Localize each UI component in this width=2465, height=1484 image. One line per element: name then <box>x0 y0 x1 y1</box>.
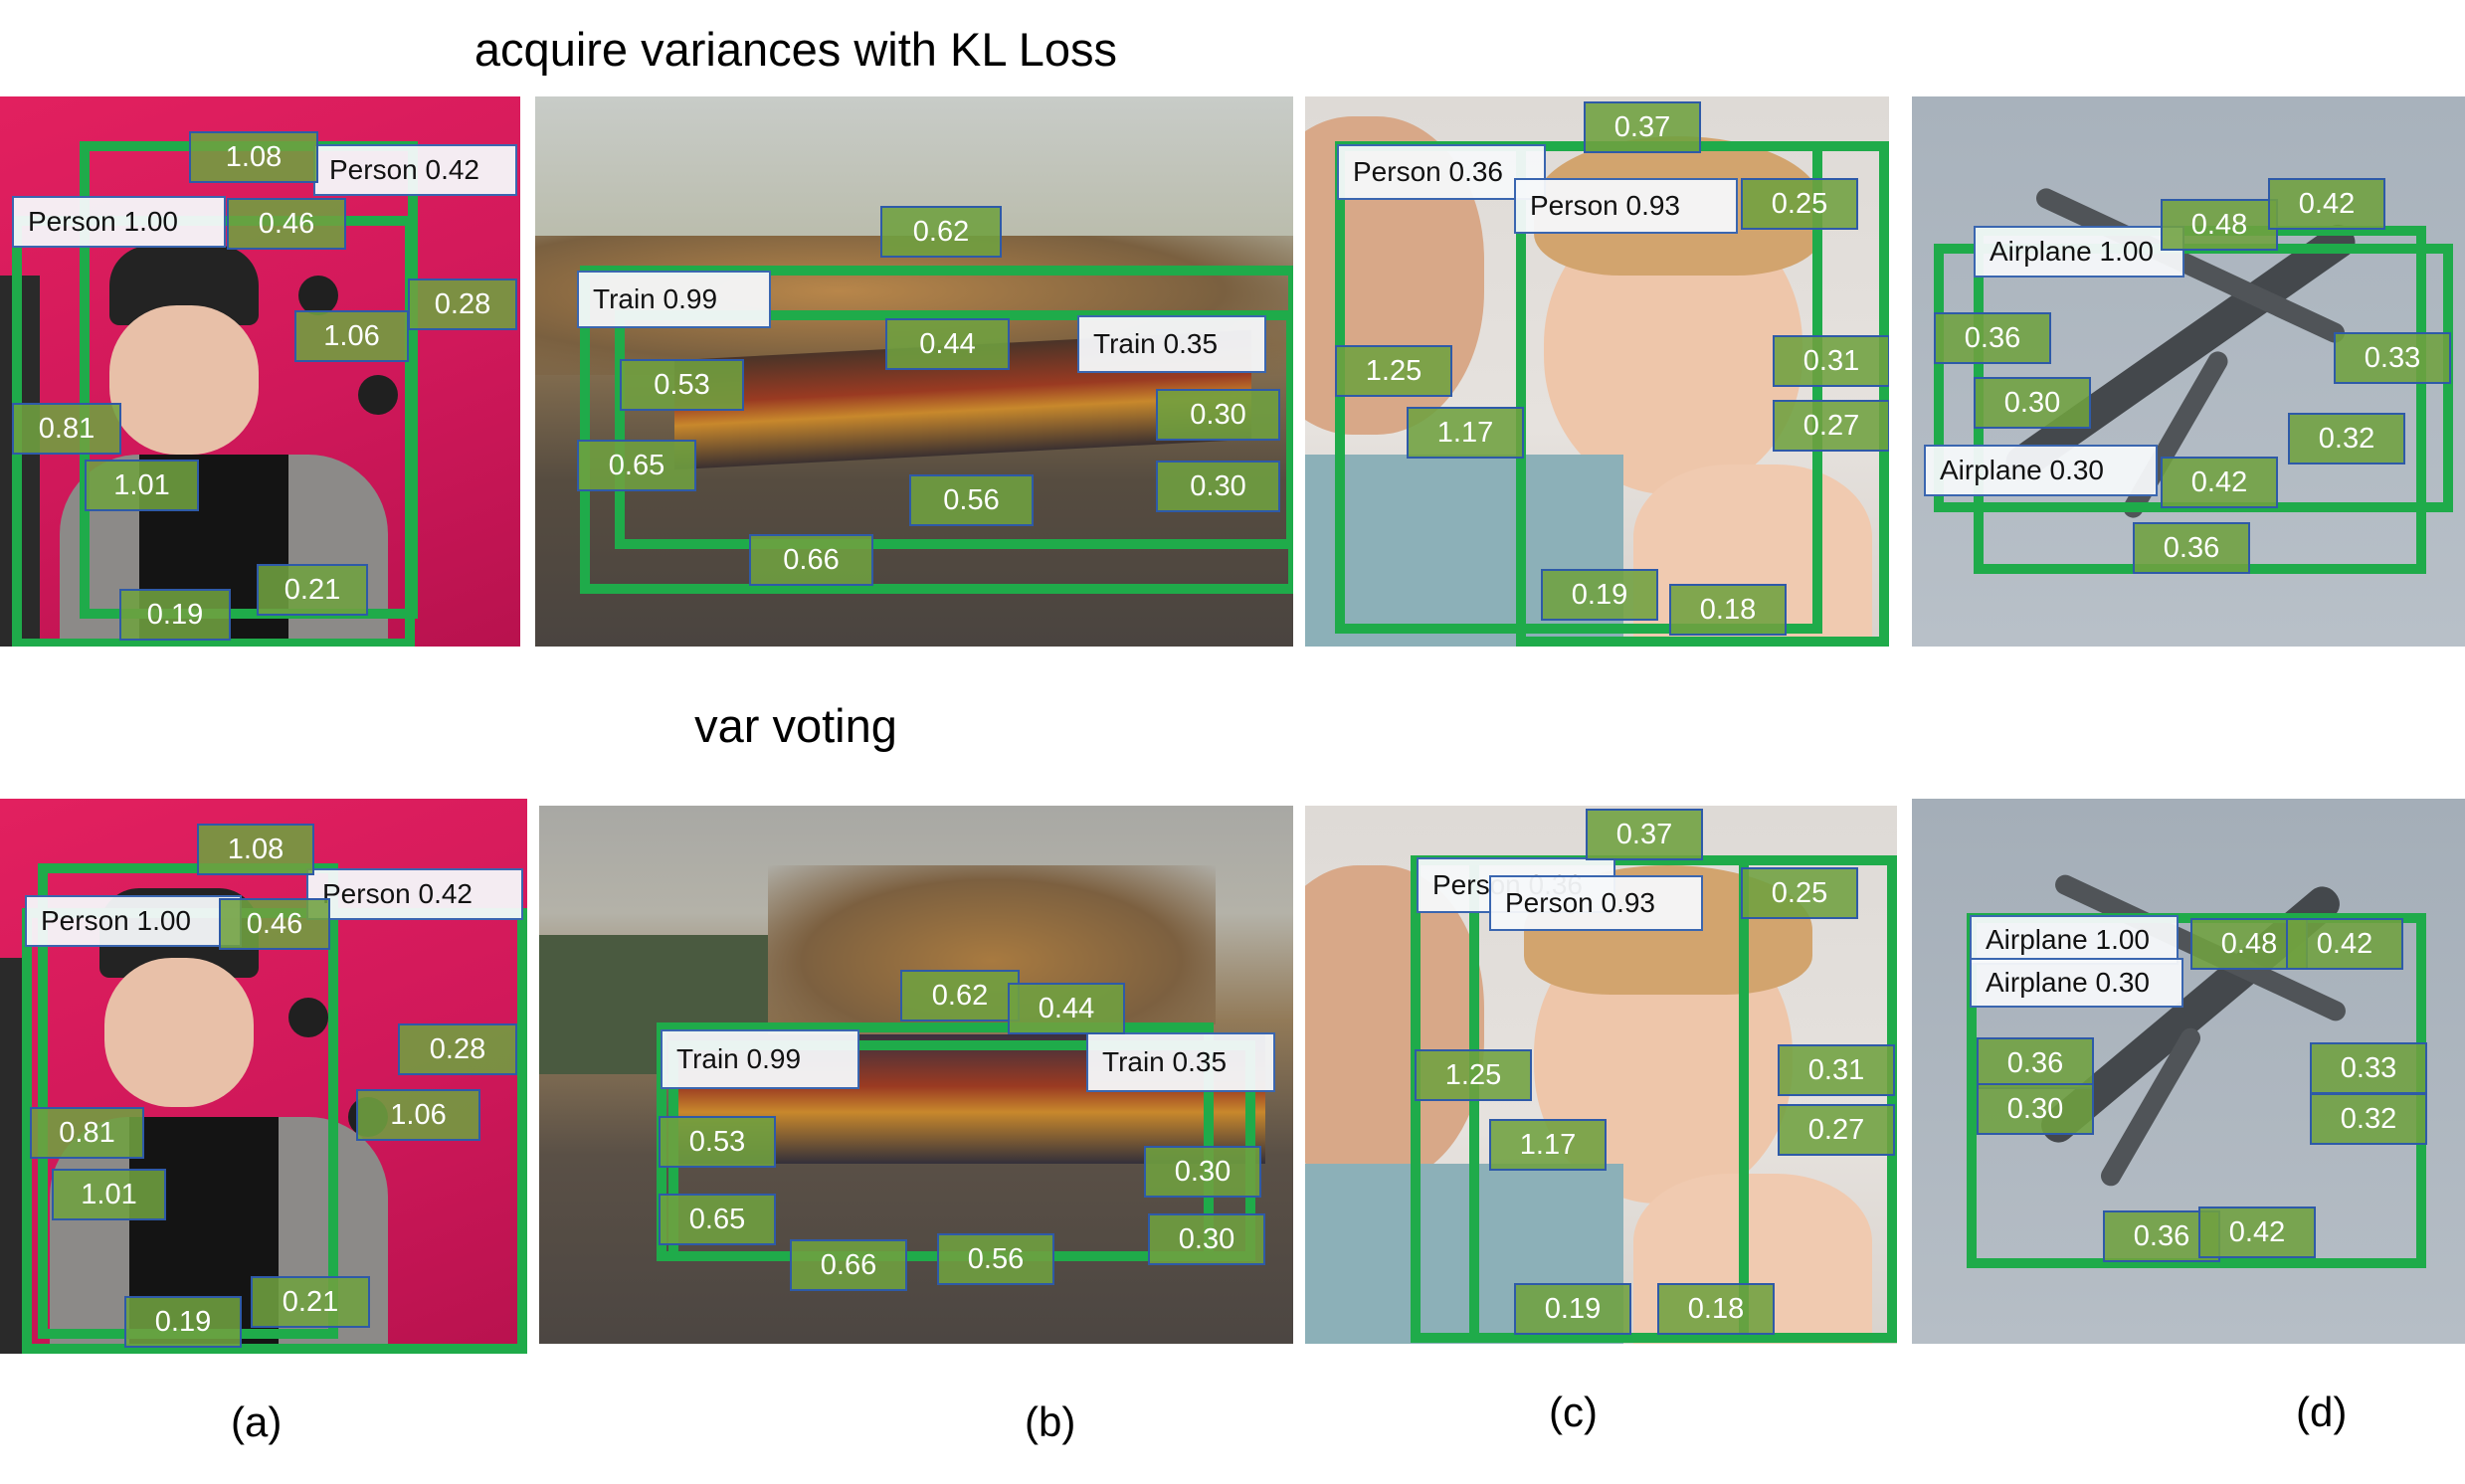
variance-label: 0.33 <box>2334 332 2451 384</box>
label-person-1-00: Person 1.00 <box>25 895 242 947</box>
detection-box <box>615 310 1293 549</box>
label-person-0-93: Person 0.93 <box>1514 178 1738 234</box>
variance-label: 0.27 <box>1773 400 1889 452</box>
label-person-0-42: Person 0.42 <box>313 144 517 196</box>
photo-top-b: Train 0.99 Train 0.35 0.62 0.44 0.53 0.3… <box>535 96 1293 647</box>
photo-top-d: Airplane 1.00 Airplane 0.30 0.48 0.42 0.… <box>1912 96 2465 647</box>
variance-label: 1.08 <box>189 131 318 183</box>
variance-label: 0.81 <box>12 403 121 455</box>
variance-label: 0.30 <box>1974 377 2091 429</box>
label-airplane-1-00: Airplane 1.00 <box>1974 226 2184 278</box>
bottom-row-title: var voting <box>694 699 897 752</box>
photo-bottom-c: Person 0.36 Person 0.93 0.37 0.25 1.25 0… <box>1305 806 1897 1344</box>
variance-label: 0.56 <box>937 1233 1054 1285</box>
photo-bottom-a: Person 1.00 Person 0.42 1.08 0.46 0.28 1… <box>0 799 527 1354</box>
photo-top-c: Person 0.36 Person 0.93 0.37 0.25 1.25 0… <box>1305 96 1889 647</box>
variance-label: 0.37 <box>1586 809 1703 860</box>
variance-label: 0.53 <box>620 359 744 411</box>
variance-label: 1.17 <box>1407 407 1524 459</box>
variance-label: 1.06 <box>356 1089 480 1141</box>
variance-label: 0.19 <box>119 589 231 641</box>
variance-label: 0.32 <box>2310 1093 2427 1145</box>
label-person-0-93: Person 0.93 <box>1489 875 1703 931</box>
label-person-0-36: Person 0.36 <box>1337 144 1546 200</box>
variance-label: 0.21 <box>257 564 368 616</box>
variance-label: 0.32 <box>2288 413 2405 464</box>
variance-label: 1.25 <box>1335 345 1452 397</box>
variance-label: 0.19 <box>1514 1283 1631 1335</box>
caption-a: (a) <box>231 1398 283 1445</box>
variance-label: 0.44 <box>1008 983 1125 1034</box>
variance-label: 0.48 <box>2161 199 2278 251</box>
variance-label: 0.25 <box>1741 867 1858 919</box>
photo-bottom-b: Train 0.99 Train 0.35 0.62 0.44 0.53 0.3… <box>539 806 1293 1344</box>
variance-label: 0.62 <box>900 970 1020 1021</box>
label-airplane-0-30: Airplane 0.30 <box>1970 958 2183 1008</box>
variance-label: 0.42 <box>2161 457 2278 508</box>
label-train-0-35: Train 0.35 <box>1077 315 1266 373</box>
label-train-0-99: Train 0.99 <box>661 1029 859 1089</box>
variance-label: 1.06 <box>294 310 409 362</box>
variance-label: 0.36 <box>1977 1037 2094 1089</box>
variance-label: 0.21 <box>251 1276 370 1328</box>
label-train-0-99: Train 0.99 <box>577 271 771 328</box>
variance-label: 0.65 <box>577 440 696 491</box>
variance-label: 0.30 <box>1144 1146 1261 1198</box>
variance-label: 1.08 <box>197 824 314 875</box>
variance-label: 0.81 <box>30 1107 144 1159</box>
label-train-0-35: Train 0.35 <box>1086 1032 1275 1092</box>
top-row-title: acquire variances with KL Loss <box>474 23 1118 76</box>
variance-label: 1.01 <box>85 460 199 511</box>
variance-label: 1.01 <box>52 1169 166 1220</box>
variance-label: 0.36 <box>1934 312 2051 364</box>
detection-box <box>1516 141 1889 647</box>
variance-label: 0.19 <box>124 1296 242 1348</box>
label-person-1-00: Person 1.00 <box>12 196 226 248</box>
label-airplane-1-00: Airplane 1.00 <box>1970 915 2179 965</box>
variance-label: 0.30 <box>1977 1083 2094 1135</box>
variance-label: 1.17 <box>1489 1119 1607 1171</box>
variance-label: 1.25 <box>1415 1049 1532 1101</box>
variance-label: 0.18 <box>1669 584 1787 636</box>
variance-label: 0.25 <box>1741 178 1858 230</box>
variance-label: 0.31 <box>1773 335 1889 387</box>
variance-label: 0.42 <box>2268 178 2385 230</box>
variance-label: 0.33 <box>2310 1042 2427 1094</box>
variance-label: 0.53 <box>659 1116 776 1168</box>
variance-label: 0.46 <box>227 198 346 250</box>
variance-label: 0.31 <box>1778 1044 1895 1096</box>
caption-d: (d) <box>2296 1389 2348 1435</box>
variance-label: 0.42 <box>2198 1206 2316 1258</box>
variance-label: 0.37 <box>1584 101 1701 153</box>
variance-label: 0.28 <box>408 278 517 330</box>
photo-top-a: Person 0.42 Person 1.00 1.08 0.46 0.28 1… <box>0 96 520 647</box>
variance-label: 0.27 <box>1778 1104 1895 1156</box>
variance-label: 0.28 <box>398 1023 517 1075</box>
photo-bottom-d: Airplane 1.00 Airplane 0.30 0.48 0.42 0.… <box>1912 799 2465 1344</box>
variance-label: 0.46 <box>219 898 330 950</box>
caption-b: (b) <box>1025 1398 1076 1445</box>
variance-label: 0.42 <box>2286 918 2403 970</box>
variance-label: 0.19 <box>1541 569 1658 621</box>
variance-label: 0.66 <box>749 534 873 586</box>
variance-label: 0.56 <box>909 474 1034 526</box>
variance-label: 0.30 <box>1148 1213 1265 1265</box>
variance-label: 0.30 <box>1156 461 1280 512</box>
variance-label: 0.30 <box>1156 389 1280 441</box>
variance-label: 0.62 <box>880 206 1002 258</box>
variance-label: 0.65 <box>659 1194 776 1245</box>
label-person-0-42: Person 0.42 <box>306 868 523 920</box>
variance-label: 0.18 <box>1657 1283 1775 1335</box>
variance-label: 0.66 <box>790 1239 907 1291</box>
label-airplane-0-30: Airplane 0.30 <box>1924 445 2158 496</box>
caption-c: (c) <box>1549 1389 1598 1435</box>
variance-label: 0.36 <box>2133 522 2250 574</box>
variance-label: 0.44 <box>885 318 1010 370</box>
